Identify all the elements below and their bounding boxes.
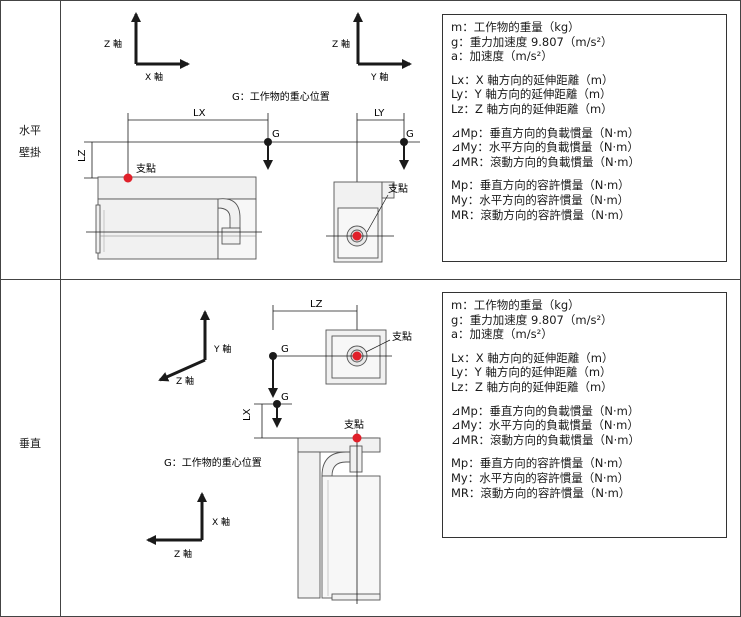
axis-label: X 軸 xyxy=(212,516,230,528)
legend-line: ⊿My：水平方向的負載慣量（N·m） xyxy=(451,418,639,433)
dimension-label: LY xyxy=(374,108,385,119)
g-marker xyxy=(263,138,273,170)
legend-line: ⊿Mp：垂直方向的負載慣量（N·m） xyxy=(451,403,640,418)
axis-label: Y 軸 xyxy=(213,343,231,355)
fulcrum-marker xyxy=(352,351,362,361)
axis-icon-xz xyxy=(146,492,207,545)
leader-line xyxy=(365,339,391,353)
legend-line: Lz：Z 軸方向的延伸距離（m） xyxy=(451,101,613,116)
legend-line: ⊿MR：滾動方向的負載慣量（N·m） xyxy=(451,154,641,169)
legend-line: Ly：Y 軸方向的延伸距離（m） xyxy=(451,365,612,380)
row-label-text: 垂直 xyxy=(19,437,41,450)
legend-box-horizontal: m：工作物的重量（kg） g：重力加速度 9.807（m/s²） a：加速度（m… xyxy=(442,14,727,262)
dimension-label: LZ xyxy=(77,149,88,162)
fulcrum-label: 支點 xyxy=(136,162,156,175)
actuator-end-view xyxy=(333,181,395,263)
cog-caption: G：工作物的重心位置 xyxy=(232,90,330,103)
row-label-horizontal: 水平 壁掛 xyxy=(0,120,60,164)
legend-line: ⊿MR：滾動方向的負載慣量（N·m） xyxy=(451,432,641,447)
fulcrum-marker xyxy=(352,433,362,443)
axis-label: X 軸 xyxy=(145,71,163,83)
fulcrum-marker xyxy=(123,173,133,183)
legend-line: g：重力加速度 9.807（m/s²） xyxy=(451,34,613,49)
legend-line: m：工作物的重量（kg） xyxy=(451,20,580,34)
axis-icon-zy xyxy=(353,12,412,69)
legend-line: Lz：Z 軸方向的延伸距離（m） xyxy=(451,379,613,394)
axis-icon-yz xyxy=(158,310,210,382)
dimension-label: LZ xyxy=(310,299,323,310)
g-label: G xyxy=(406,129,414,140)
leader-line xyxy=(366,194,389,233)
legend-box-vertical: m：工作物的重量（kg） g：重力加速度 9.807（m/s²） a：加速度（m… xyxy=(442,292,727,538)
axis-label: Y 軸 xyxy=(370,71,388,83)
dimension-lz xyxy=(84,141,420,179)
legend-line: Mp：垂直方向的容許慣量（N·m） xyxy=(451,456,630,471)
axis-label: Z 軸 xyxy=(332,38,350,50)
fulcrum-label: 支點 xyxy=(392,330,412,343)
dimension-label: LX xyxy=(193,108,206,119)
actuator-end-view xyxy=(325,329,387,385)
legend-line: Lx：X 軸方向的延伸距離（m） xyxy=(451,350,614,365)
g-marker xyxy=(399,138,409,170)
g-label: G xyxy=(281,392,289,403)
g-marker xyxy=(272,400,282,428)
g-label: G xyxy=(281,344,289,355)
legend-line: My：水平方向的容許慣量（N·m） xyxy=(451,192,630,207)
cog-caption: G：工作物的重心位置 xyxy=(164,456,262,469)
legend-line: MR：滾動方向的容許慣量（N·m） xyxy=(451,485,631,500)
g-marker xyxy=(268,352,278,398)
axis-label: Z 軸 xyxy=(176,375,194,387)
legend-line: a：加速度（m/s²） xyxy=(451,327,553,342)
legend-line: My：水平方向的容許慣量（N·m） xyxy=(451,470,630,485)
fulcrum-label: 支點 xyxy=(388,182,408,195)
fulcrum-label: 支點 xyxy=(344,418,364,431)
row-label-text: 水平 xyxy=(19,124,41,137)
actuator-side-view xyxy=(95,176,257,260)
actuator-vertical-view xyxy=(297,437,381,601)
legend-line: ⊿Mp：垂直方向的負載慣量（N·m） xyxy=(451,125,640,140)
legend-line: Lx：X 軸方向的延伸距離（m） xyxy=(451,72,614,87)
fulcrum-marker xyxy=(352,231,362,241)
axis-icon-zx xyxy=(131,12,190,69)
axis-label: Z 軸 xyxy=(104,38,122,50)
legend-line: g：重力加速度 9.807（m/s²） xyxy=(451,312,613,327)
legend-line: ⊿My：水平方向的負載慣量（N·m） xyxy=(451,140,639,155)
row-label-vertical: 垂直 xyxy=(0,433,60,455)
row-label-text: 壁掛 xyxy=(19,146,41,159)
g-label: G xyxy=(272,129,280,140)
legend-line: Ly：Y 軸方向的延伸距離（m） xyxy=(451,87,612,102)
legend-line: MR：滾動方向的容許慣量（N·m） xyxy=(451,207,631,222)
dimension-label: LX xyxy=(242,408,253,421)
legend-line: m：工作物的重量（kg） xyxy=(451,298,580,312)
legend-line: a：加速度（m/s²） xyxy=(451,49,553,64)
axis-label: Z 軸 xyxy=(174,548,192,560)
legend-line: Mp：垂直方向的容許慣量（N·m） xyxy=(451,178,630,193)
